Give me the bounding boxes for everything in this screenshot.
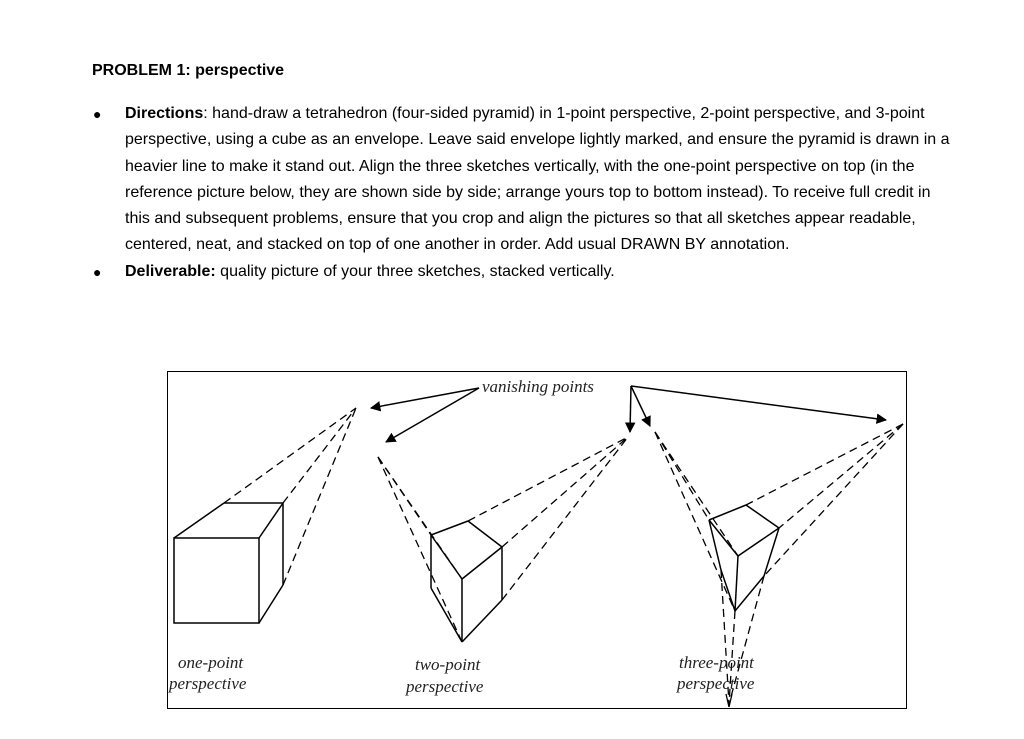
three-point-sketch bbox=[654, 423, 904, 708]
caption-two-point: two-point bbox=[415, 655, 481, 674]
bullet-dot-icon: ● bbox=[93, 263, 102, 280]
perspective-figure: vanishing points bbox=[167, 371, 907, 709]
one-point-sketch bbox=[173, 407, 357, 624]
caption-one-point: one-point bbox=[178, 653, 244, 672]
directions-label: Directions bbox=[125, 105, 204, 122]
problem-heading: PROBLEM 1: perspective bbox=[92, 62, 285, 79]
arrow-three-point-right bbox=[630, 385, 888, 424]
two-point-sketch bbox=[377, 436, 629, 643]
directions-text: : hand-draw a tetrahedron (four-sided py… bbox=[125, 105, 950, 254]
caption-three-point-perspective: perspective bbox=[676, 674, 755, 693]
deliverable-text: quality picture of your three sketches, … bbox=[215, 262, 615, 280]
arrow-two-point-left bbox=[385, 387, 480, 443]
arrow-three-point-left bbox=[630, 385, 651, 427]
directions-bullet: ● Directions: hand-draw a tetrahedron (f… bbox=[92, 101, 952, 259]
bullet-list: ● Directions: hand-draw a tetrahedron (f… bbox=[92, 101, 952, 285]
deliverable-bullet: ● Deliverable: quality picture of your t… bbox=[92, 259, 952, 285]
caption-two-point-perspective: perspective bbox=[405, 677, 484, 696]
perspective-diagram: vanishing points bbox=[168, 377, 904, 708]
arrow-one-point bbox=[369, 387, 480, 412]
arrow-two-point-right bbox=[624, 385, 636, 434]
bullet-dot-icon: ● bbox=[93, 106, 102, 122]
vanishing-points-label: vanishing points bbox=[482, 377, 594, 396]
caption-three-point: three-point bbox=[679, 653, 755, 672]
deliverable-label: Deliverable: bbox=[125, 262, 216, 280]
caption-one-point-perspective: perspective bbox=[168, 674, 247, 693]
vanishing-arrows bbox=[369, 385, 888, 443]
